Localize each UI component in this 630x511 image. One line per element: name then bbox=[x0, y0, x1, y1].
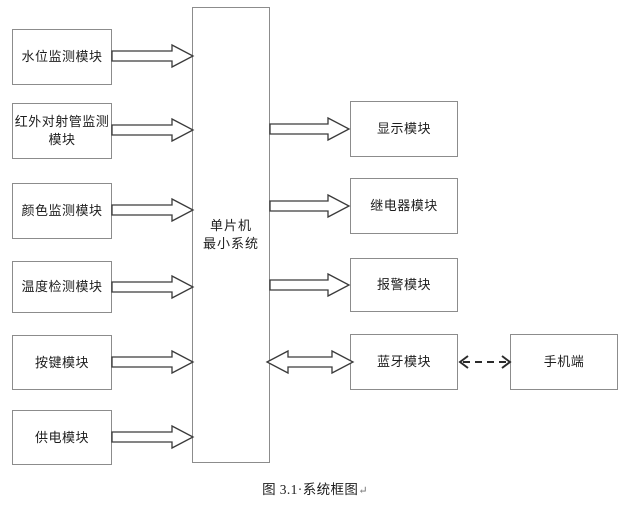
arrow-mcu-to-bluetooth-bidirectional bbox=[265, 349, 355, 375]
figure-caption-text: 图 3.1·系统框图 bbox=[262, 482, 359, 497]
paragraph-mark: ↵ bbox=[358, 485, 368, 497]
block-label: 红外对射管监测 模块 bbox=[14, 114, 110, 147]
arrow-infrared-to-mcu bbox=[111, 117, 195, 143]
block-label: 报警模块 bbox=[376, 277, 431, 293]
block-bluetooth-module[interactable]: 蓝牙模块 bbox=[350, 334, 458, 390]
block-color-monitoring-module[interactable]: 颜色监测模块 bbox=[12, 183, 112, 239]
block-label: 显示模块 bbox=[376, 121, 431, 137]
arrow-power-supply-to-mcu bbox=[111, 424, 195, 450]
arrow-color-to-mcu bbox=[111, 197, 195, 223]
block-label: 颜色监测模块 bbox=[21, 203, 103, 219]
block-alarm-module[interactable]: 报警模块 bbox=[350, 258, 458, 312]
block-label: 蓝牙模块 bbox=[376, 354, 431, 370]
block-label: 按键模块 bbox=[34, 354, 89, 370]
block-label: 水位监测模块 bbox=[21, 49, 103, 65]
block-temperature-detection-module[interactable]: 温度检测模块 bbox=[12, 261, 112, 313]
block-label: 继电器模块 bbox=[370, 198, 438, 214]
block-label: 手机端 bbox=[543, 354, 585, 370]
block-water-level-monitoring-module[interactable]: 水位监测模块 bbox=[12, 29, 112, 85]
block-infrared-beam-tube-monitoring-module[interactable]: 红外对射管监测 模块 bbox=[12, 103, 112, 159]
block-display-module[interactable]: 显示模块 bbox=[350, 101, 458, 157]
block-mobile-phone-terminal[interactable]: 手机端 bbox=[510, 334, 618, 390]
block-power-supply-module[interactable]: 供电模块 bbox=[12, 410, 112, 465]
arrow-key-to-mcu bbox=[111, 349, 195, 375]
figure-caption: 图 3.1·系统框图↵ bbox=[0, 478, 630, 498]
arrow-mcu-to-display bbox=[269, 116, 351, 142]
block-label: 温度检测模块 bbox=[21, 279, 103, 295]
block-key-module[interactable]: 按键模块 bbox=[12, 335, 112, 390]
block-relay-module[interactable]: 继电器模块 bbox=[350, 178, 458, 234]
block-mcu-minimum-system[interactable]: 单片机 最小系统 bbox=[192, 7, 270, 463]
arrow-temperature-to-mcu bbox=[111, 274, 195, 300]
block-label: 单片机 最小系统 bbox=[202, 218, 259, 251]
arrow-mcu-to-relay bbox=[269, 193, 351, 219]
arrow-mcu-to-alarm bbox=[269, 272, 351, 298]
arrow-water-level-to-mcu bbox=[111, 43, 195, 69]
arrow-bluetooth-to-phone-wireless-dashed bbox=[458, 350, 512, 374]
block-label: 供电模块 bbox=[34, 429, 89, 445]
